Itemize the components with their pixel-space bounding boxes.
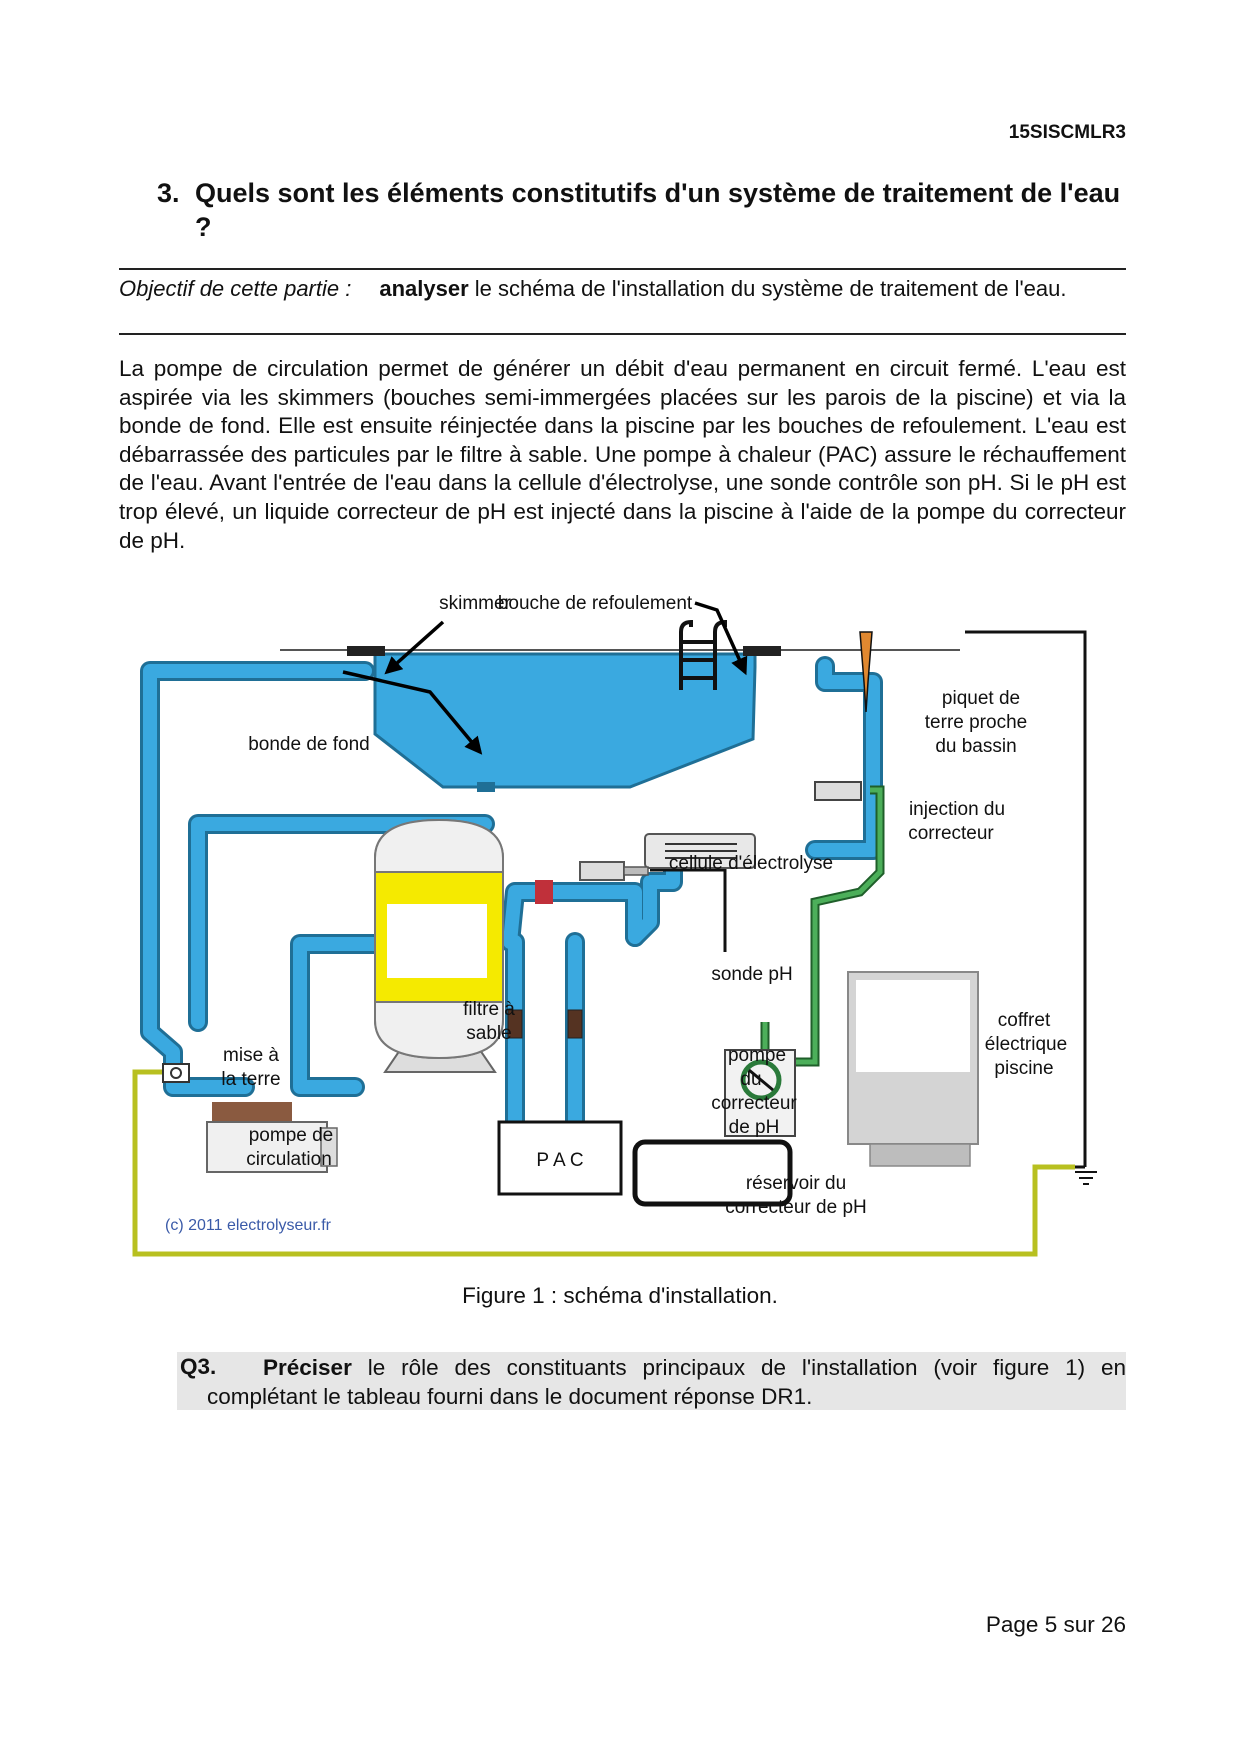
valve [535,880,553,904]
label-injection-2: correcteur [908,823,994,844]
label-pompe-circ-1: pompe de [249,1125,334,1146]
label-pompe-corr-3: correcteur [711,1093,797,1114]
label-piquet-3: du bassin [935,736,1016,757]
corrector-pump [724,1049,796,1137]
earthing-clamp [162,1063,190,1083]
label-coffret-2: électrique [985,1034,1067,1055]
bottom-rule [119,333,1126,335]
injector [814,781,862,801]
label-coffret-1: coffret [998,1010,1051,1031]
objective-block: Objectif de cette partie : analyser le sc… [119,274,1126,303]
corrector-reservoir [632,1139,793,1207]
label-pac: P A C [536,1150,583,1171]
electrical-box [847,971,1097,1185]
label-skimmer: skimmer [439,593,511,614]
label-bouche: bouche de refoulement [498,593,693,614]
label-reservoir-2: correcteur de pH [725,1197,867,1218]
label-sonde: sonde pH [711,964,792,985]
top-rule [119,268,1126,270]
sand-filter [374,818,504,1073]
section-number: 3. [157,178,180,208]
pool-ladder [679,619,727,690]
electrolysis-cell [644,833,756,869]
label-reservoir-1: réservoir du [746,1173,846,1194]
section-title-text: Quels sont les éléments constitutifs d'u… [195,178,1121,242]
label-mise-2: la terre [221,1069,280,1090]
pool-basin [373,652,757,789]
installation-diagram: skimmer bouche de refoulement bonde de f… [132,593,1097,1257]
intro-paragraph: La pompe de circulation permet de génére… [119,356,1126,553]
label-pompe-circ-2: circulation [246,1149,332,1170]
label-piquet-2: terre proche [925,712,1027,733]
question-body: le rôle des constituants principaux de l… [207,1355,1126,1409]
label-pompe-corr-2: du [740,1069,761,1090]
label-mise-1: mise à [223,1045,279,1066]
objective-label: Objectif de cette partie : [119,276,352,301]
label-filtre-2: sable [466,1023,511,1044]
objective-text: le schéma de l'installation du système d… [474,276,1067,301]
question-text: Préciser le rôle des constituants princi… [207,1354,1126,1411]
flow-meter-right [567,1009,583,1039]
flow-meter-left [507,1009,523,1039]
label-piquet-1: piquet de [942,688,1020,709]
label-arrows [342,601,748,755]
outlet-cover [743,646,781,656]
question-verb: Préciser [263,1355,352,1380]
page-number: Page 5 sur 26 [985,1612,1126,1637]
ph-probe [579,861,649,881]
document-code: 15SISCMLR3 [1008,122,1126,143]
bottom-drain [477,782,495,792]
label-injection-1: injection du [909,799,1005,820]
objective-verb: analyser [379,276,469,301]
earth-wire [132,1069,1075,1257]
copyright-notice: (c) 2011 electrolyseur.fr [165,1217,332,1234]
label-bonde: bonde de fond [248,734,370,755]
heat-pump-pac [497,1120,623,1196]
label-pompe-corr-1: pompe [728,1045,786,1066]
label-coffret-3: piscine [994,1058,1053,1079]
question-number: Q3. [180,1354,217,1379]
earth-stake-wire [965,630,1087,1167]
label-filtre-1: filtre à [463,999,515,1020]
label-pompe-corr-4: de pH [729,1117,780,1138]
sensor-cable [650,868,727,952]
question-q3: Q3. Préciser le rôle des constituants pr… [177,1352,1126,1410]
circulation-pump [206,1102,338,1173]
figure-caption: Figure 1 : schéma d'installation. [462,1283,778,1308]
skimmer-cover [347,646,385,656]
earth-stake [859,631,873,713]
label-cellule: cellule d'électrolyse [669,853,833,874]
